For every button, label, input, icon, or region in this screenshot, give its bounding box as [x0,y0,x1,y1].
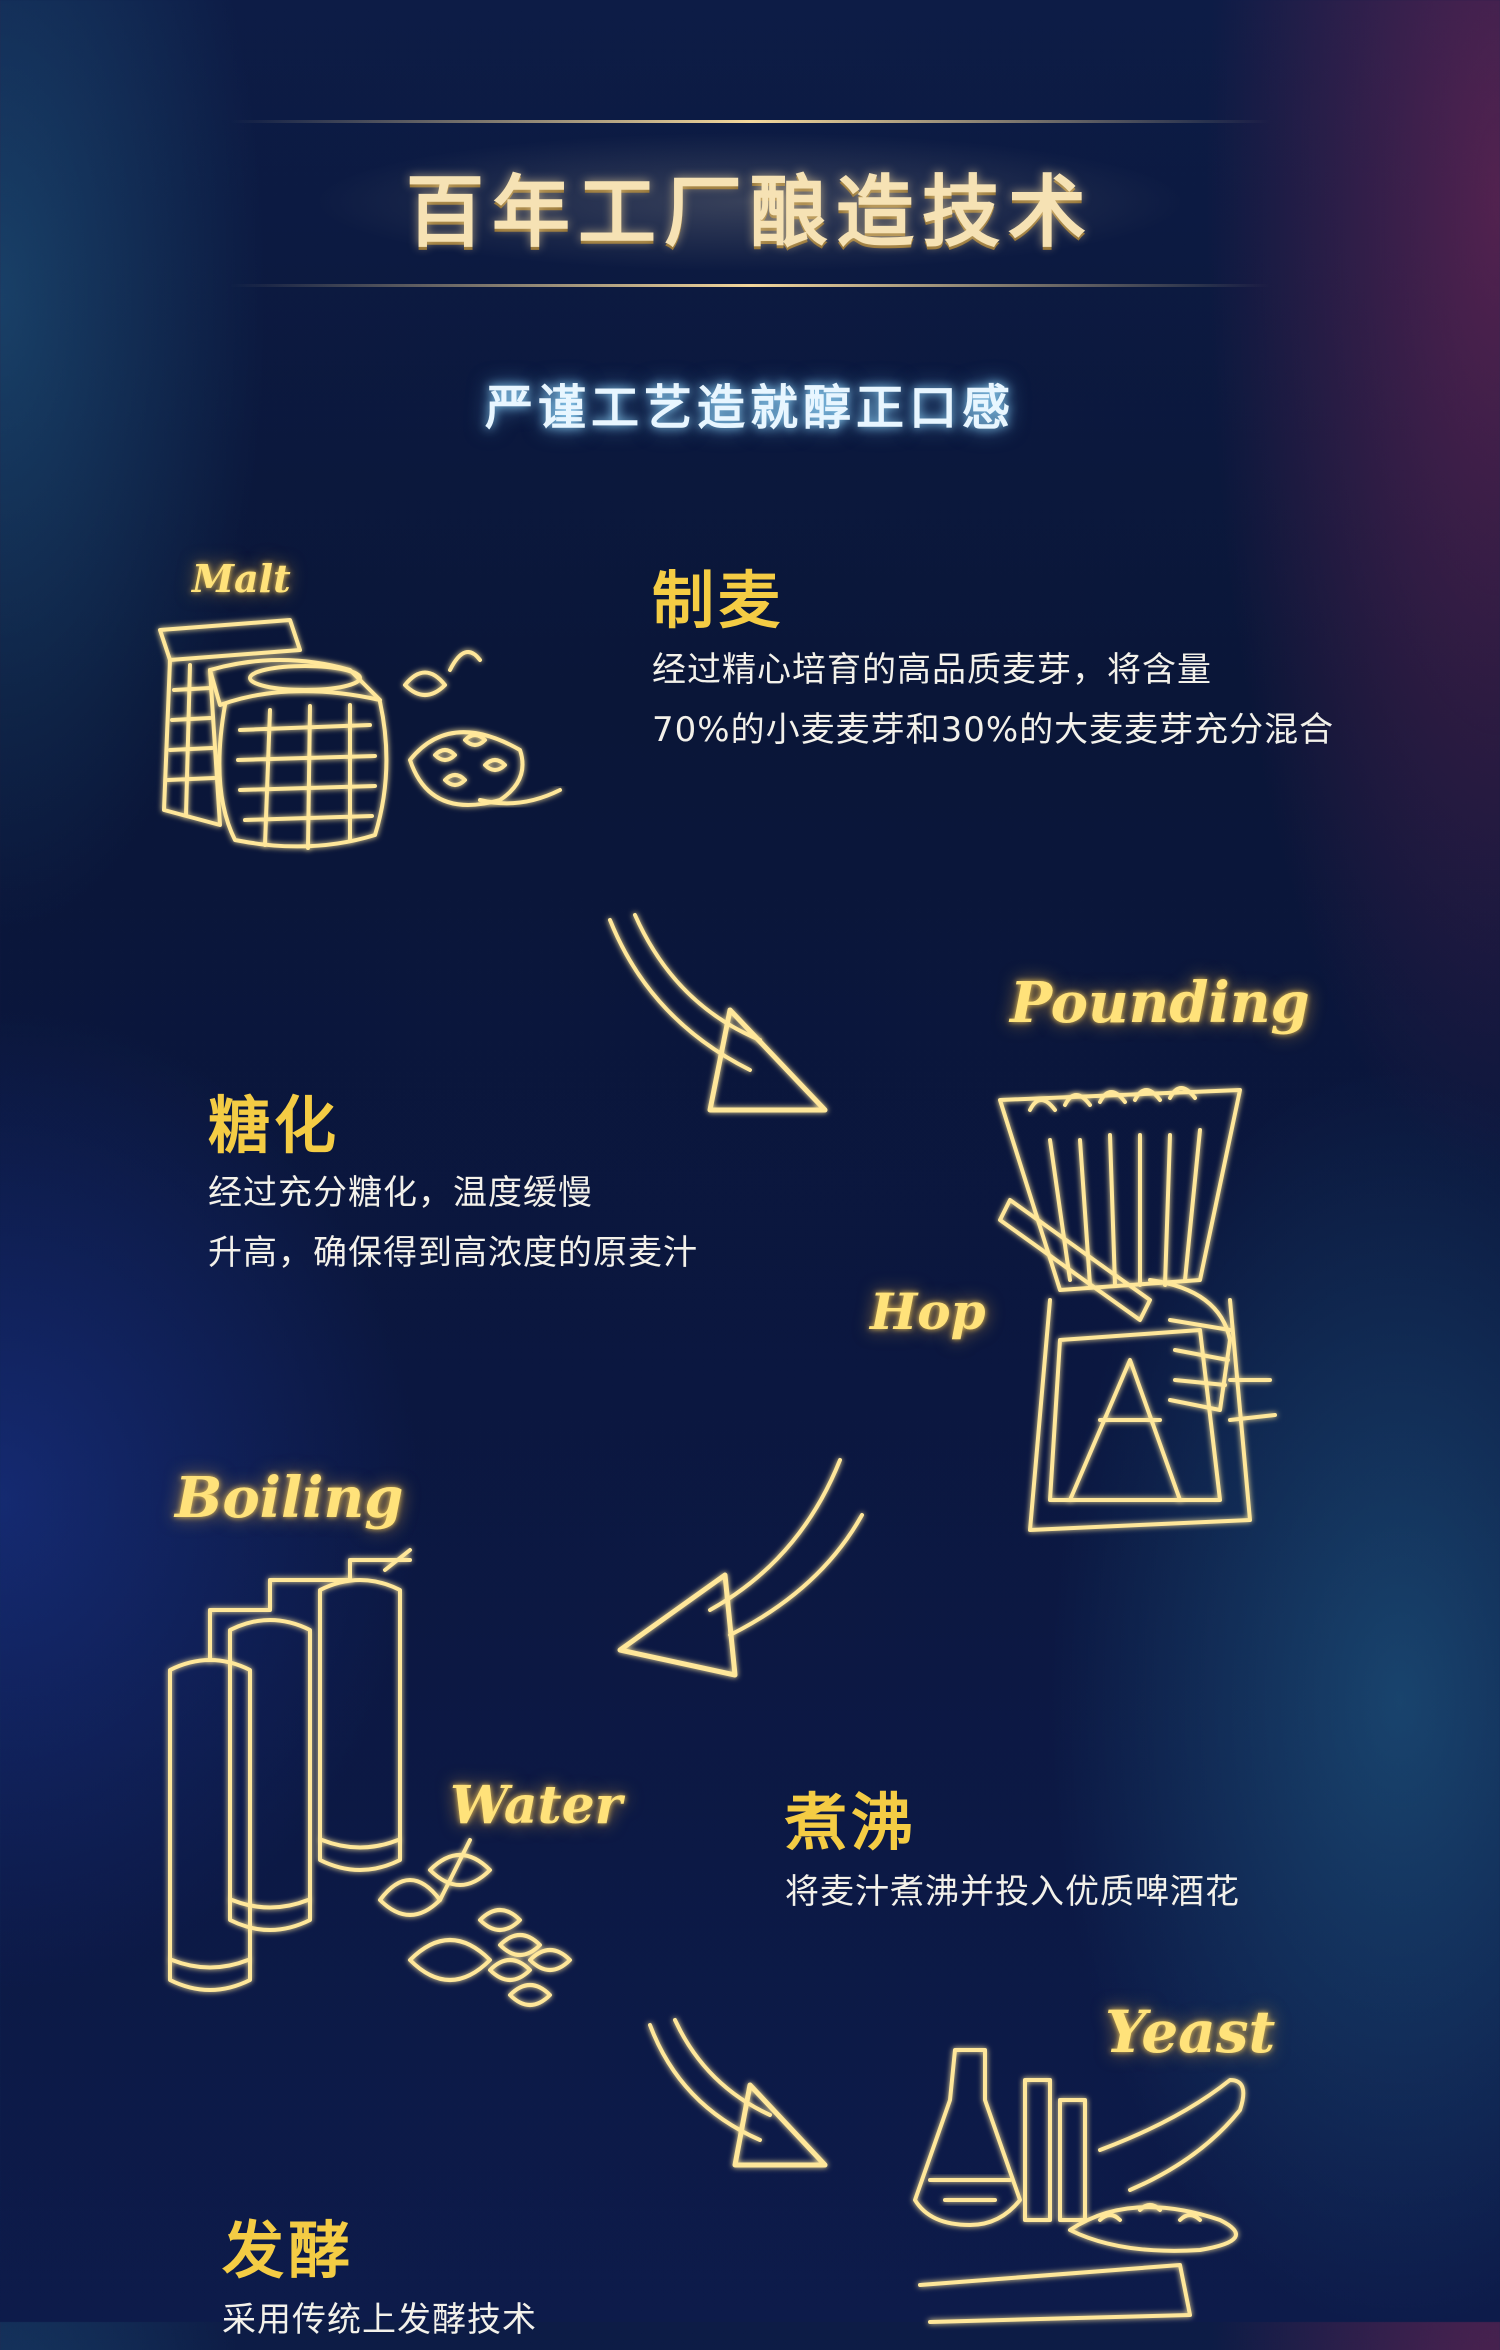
page-subtitle: 严谨工艺造就醇正口感 [484,380,1015,436]
step-desc-line: 经过精心培育的高品质麦芽，将含量 [652,650,1212,690]
step-title-boiling: 煮沸 [785,1786,918,1859]
step-desc-line: 升高，确保得到高浓度的原麦汁 [208,1233,698,1273]
hop-label: Hop [870,1282,986,1341]
grain-mill-icon [998,1086,1277,1532]
step-desc-mashing: 经过充分糖化，温度缓慢 升高，确保得到高浓度的原麦汁 [208,1163,808,1283]
pounding-label: Pounding [1010,970,1310,1036]
step-desc-fermenting: 采用传统上发酵技术 [222,2290,882,2350]
step-title-mashing: 糖化 [208,1089,341,1162]
step-desc-line: 70%的小麦麦芽和30%的大麦麦芽充分混合 [652,710,1335,750]
step-title-fermenting: 发酵 [222,2214,355,2287]
step-desc-malting: 经过精心培育的高品质麦芽，将含量 70%的小麦麦芽和30%的大麦麦芽充分混合 [652,640,1412,760]
step-desc-line: 经过充分糖化，温度缓慢 [208,1173,593,1213]
boiling-label: Boiling [175,1465,404,1531]
title-banner [230,112,1270,292]
hop-cone-icon [378,1838,572,2007]
arrow-down-left-icon [617,1458,864,1678]
step-desc-line: 将麦汁煮沸并投入优质啤酒花 [785,1872,1240,1912]
arrow-down-right-icon [648,2018,828,2168]
yeast-label: Yeast [1105,1998,1276,2066]
malt-sack-icon [158,618,562,850]
boiling-tanks-icon [168,1548,412,1992]
step-desc-line: 采用传统上发酵技术 [222,2300,537,2340]
step-title-malting: 制麦 [652,564,785,637]
malt-label: Malt [192,556,291,601]
yeast-lab-icon [913,2048,1246,2324]
step-desc-boiling: 将麦汁煮沸并投入优质啤酒花 [785,1862,1445,1922]
page-title: 百年工厂酿造技术 [405,168,1094,258]
arrow-down-right-icon [608,913,828,1113]
water-label: Water [450,1775,623,1836]
